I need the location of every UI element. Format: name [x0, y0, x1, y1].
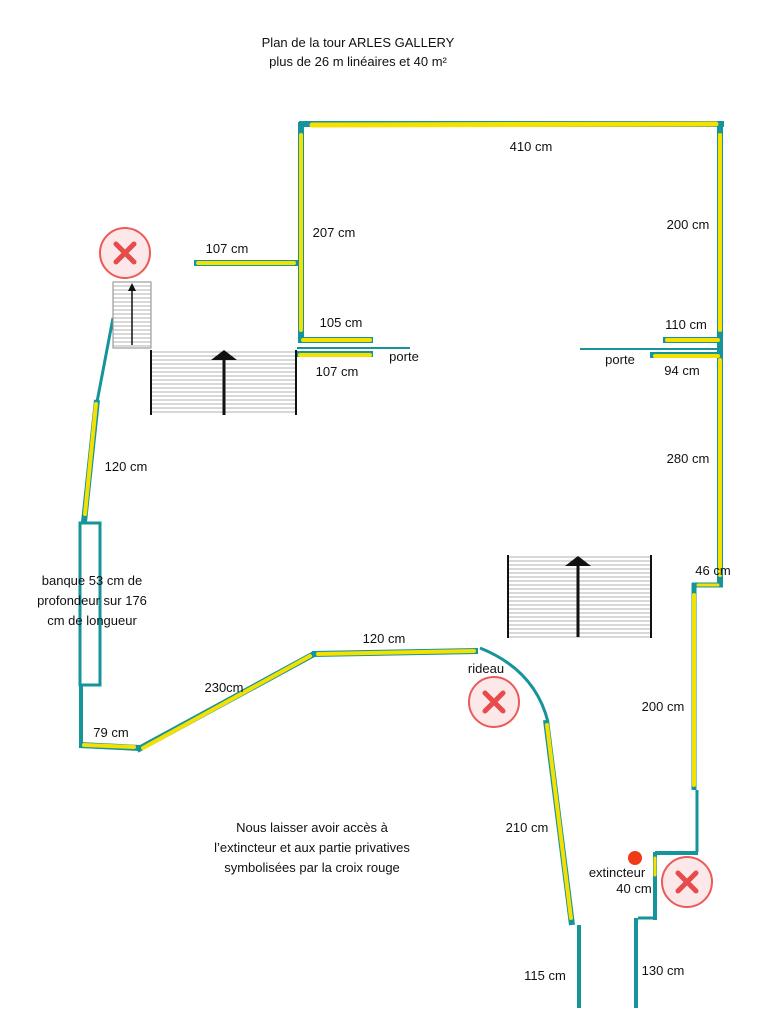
access-note-line2: l’extincteur et aux partie privatives: [214, 840, 410, 855]
access-note: Nous laisser avoir accès à l’extincteur …: [214, 820, 410, 875]
label-120-bottom: 120 cm: [363, 631, 406, 646]
bank-note-line3: cm de longueur: [47, 613, 137, 628]
label-120-left: 120 cm: [105, 459, 148, 474]
label-110: 110 cm: [665, 317, 707, 332]
label-107-bottom: 107 cm: [316, 364, 359, 379]
stairs-small: [112, 281, 152, 349]
hl-120-bottom: [316, 649, 476, 656]
private-cross-icon: [99, 227, 151, 279]
bank-note-line2: profondeur sur 176: [37, 593, 147, 608]
label-107-top: 107 cm: [206, 241, 249, 256]
hl-210: [545, 723, 573, 920]
private-cross-icon: [468, 676, 520, 728]
label-extinguisher: extincteur: [589, 865, 646, 880]
bank-note-line1: banque 53 cm de: [42, 573, 142, 588]
label-230: 230cm: [204, 680, 243, 695]
extinguisher-icon: [628, 851, 642, 865]
bank-counter: [78, 521, 102, 687]
curtain-arc: [479, 646, 550, 723]
label-door-left: porte: [389, 349, 419, 364]
label-40: 40 cm: [616, 881, 651, 896]
bank-note: banque 53 cm de profondeur sur 176 cm de…: [37, 573, 147, 628]
private-cross-icon: [661, 856, 713, 908]
label-130: 130 cm: [642, 963, 685, 978]
plan-title: Plan de la tour ARLES GALLERY: [262, 35, 455, 50]
label-280: 280 cm: [667, 451, 710, 466]
label-207: 207 cm: [313, 225, 356, 240]
hl-79: [82, 743, 136, 749]
wall-highlights: [82, 121, 722, 920]
label-door-right: porte: [605, 352, 635, 367]
wall-left-upper: [95, 317, 115, 403]
hl-120-left: [83, 402, 98, 516]
label-210: 210 cm: [506, 820, 549, 835]
hl-410: [309, 121, 719, 128]
label-410: 410 cm: [510, 139, 553, 154]
label-200-top: 200 cm: [667, 217, 710, 232]
label-94: 94 cm: [664, 363, 699, 378]
label-curtain: rideau: [468, 661, 504, 676]
stairs-large-right: [507, 555, 652, 638]
plan-subtitle: plus de 26 m linéaires et 40 m²: [269, 54, 447, 69]
dimension-labels: 410 cm 200 cm 207 cm 107 cm 105 cm porte…: [37, 139, 731, 983]
access-note-line1: Nous laisser avoir accès à: [236, 820, 388, 835]
label-46: 46 cm: [695, 563, 730, 578]
label-79: 79 cm: [93, 725, 128, 740]
stairs-large-left: [150, 350, 297, 415]
access-note-line3: symbolisées par la croix rouge: [224, 860, 400, 875]
label-200-right: 200 cm: [642, 699, 685, 714]
label-105: 105 cm: [320, 315, 363, 330]
label-115: 115 cm: [524, 968, 566, 983]
hl-230: [141, 654, 312, 750]
